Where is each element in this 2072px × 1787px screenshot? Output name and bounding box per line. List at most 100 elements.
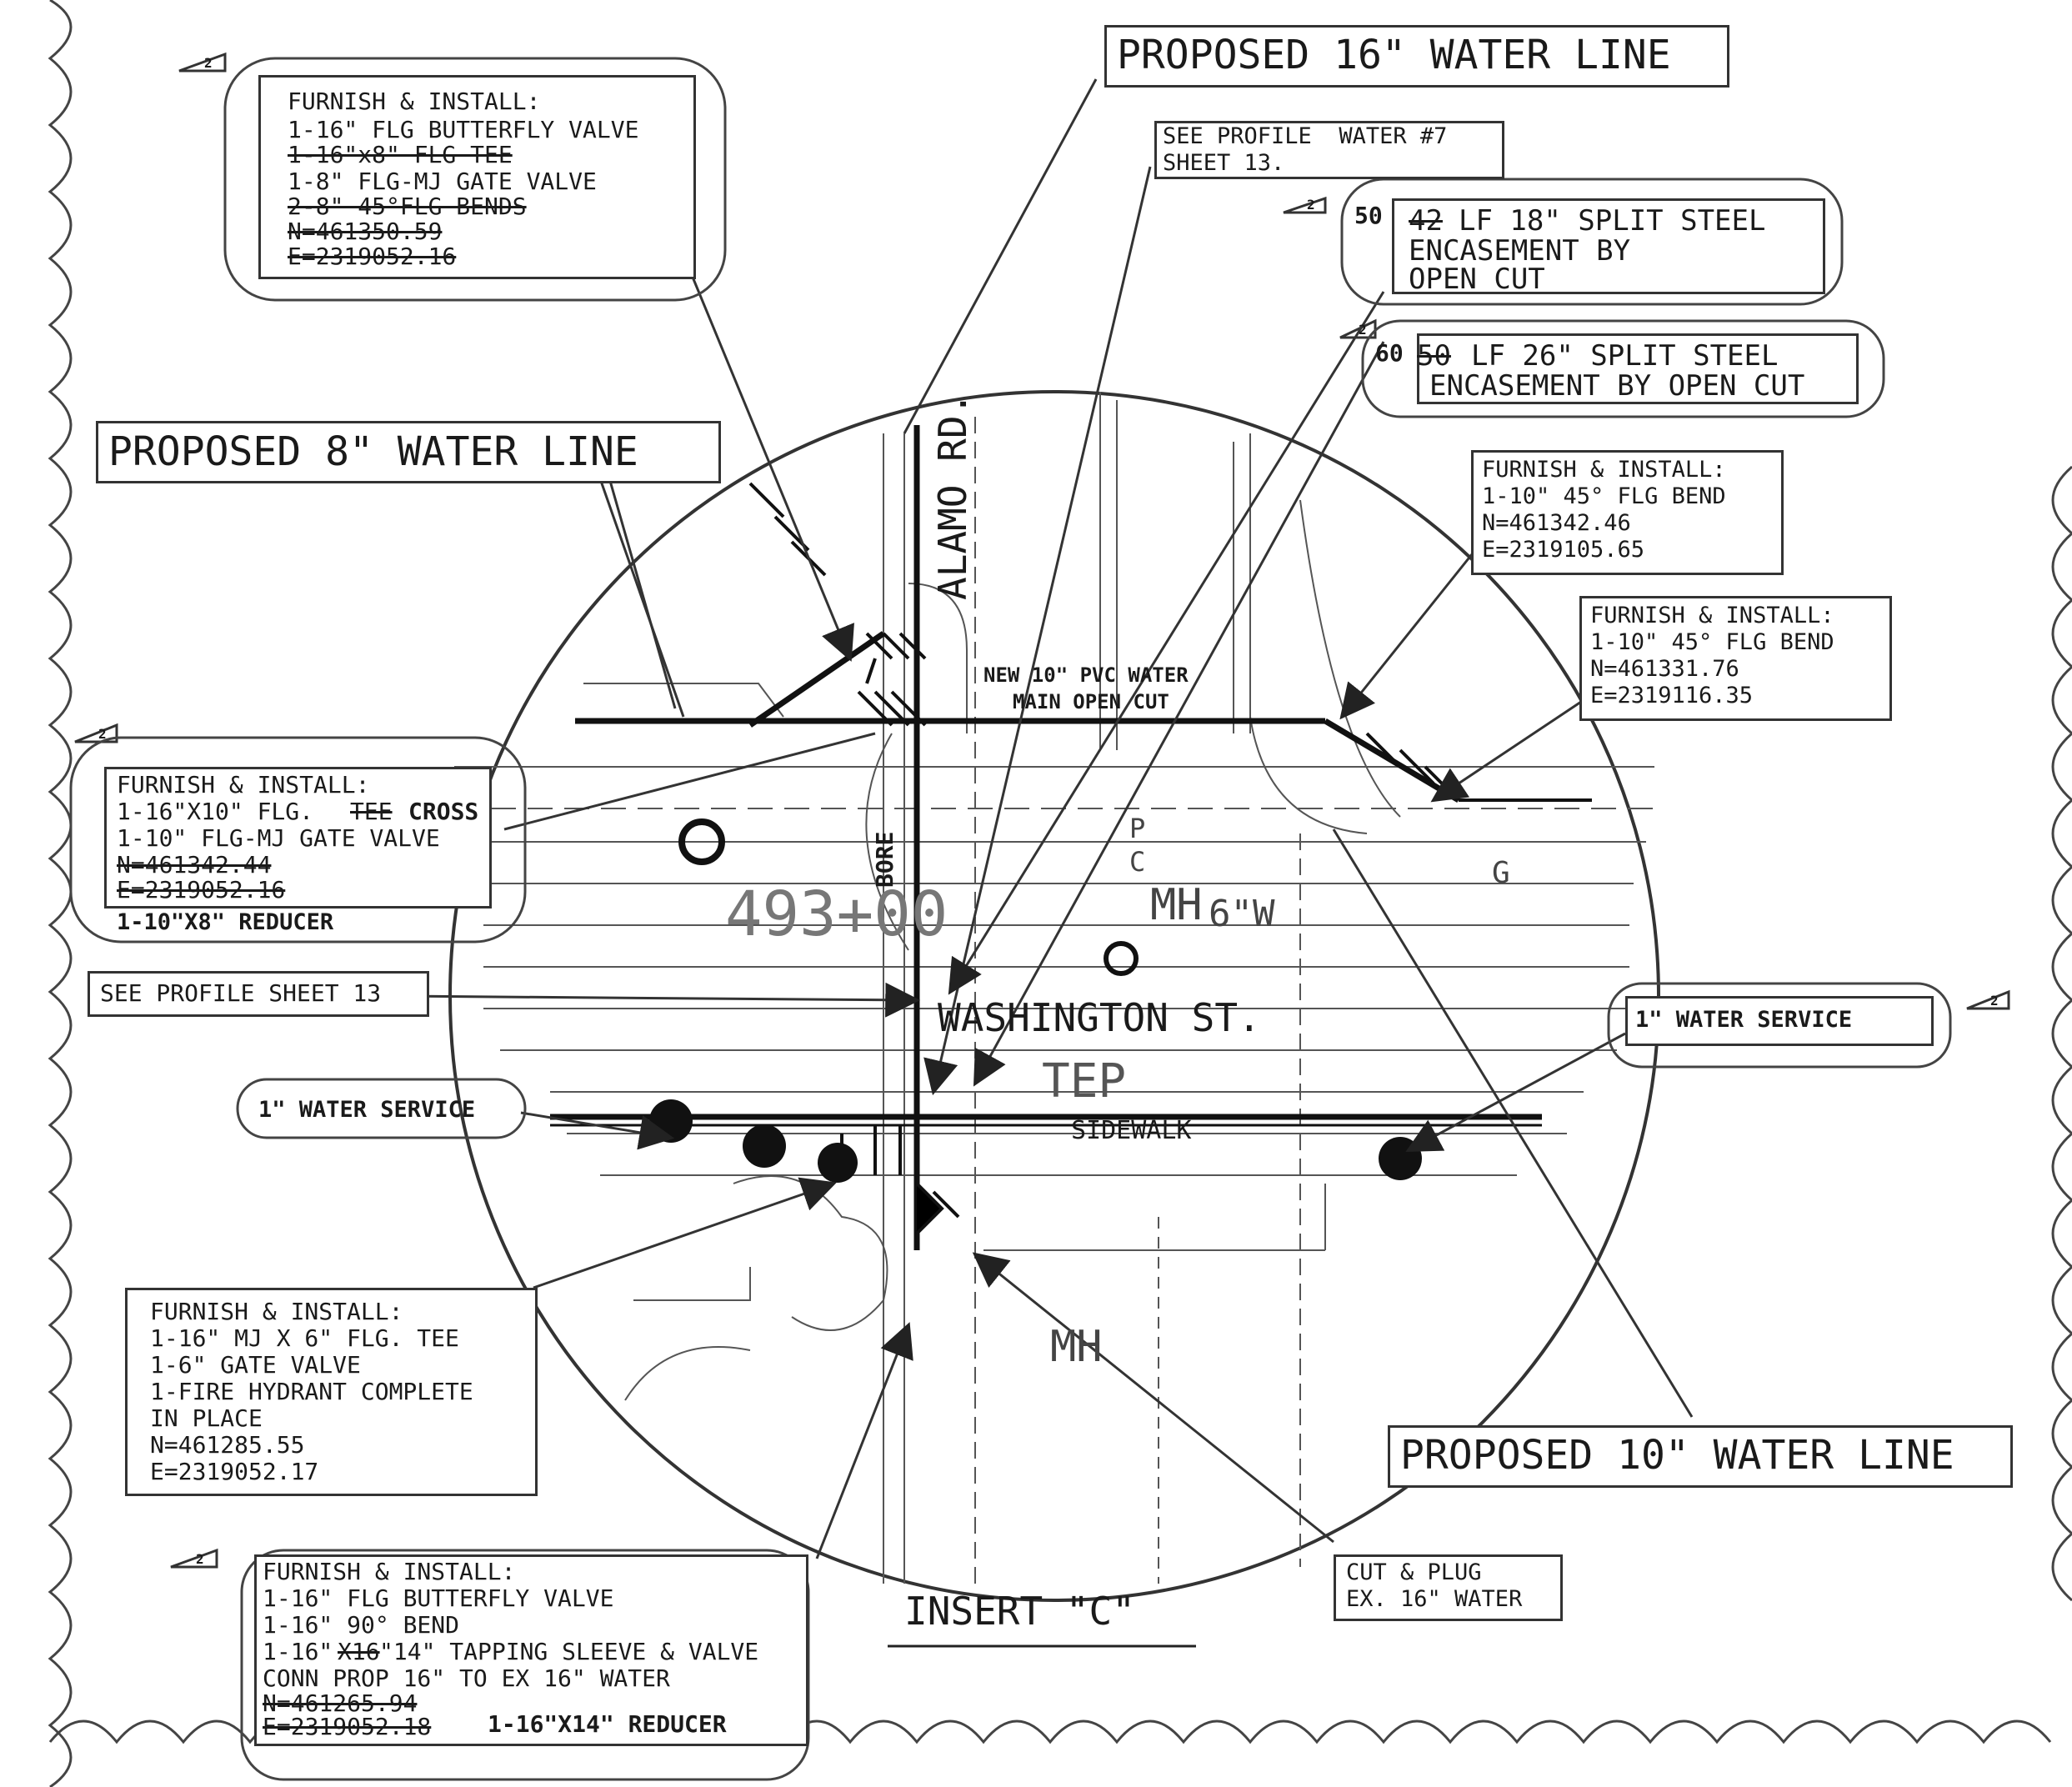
six-w-label: 6"W <box>1209 893 1275 935</box>
encasement-18-line1: LF 18" SPLIT STEEL <box>1459 204 1766 238</box>
cross-line1: FURNISH & INSTALL: <box>117 771 370 798</box>
see-profile-water7-line1: SEE PROFILE WATER #7 <box>1163 123 1448 149</box>
tapping-line4a: 1-16" <box>263 1638 333 1665</box>
bend-a-line1: FURNISH & INSTALL: <box>1482 457 1726 483</box>
encasement-18-old-qty: 42 <box>1409 204 1443 238</box>
revision-triangles <box>74 52 2010 1569</box>
proposed-10-water-line-label: PROPOSED 10" WATER LINE <box>1400 1432 1954 1479</box>
new-pvc-line2: MAIN OPEN CUT <box>1013 690 1169 713</box>
revision-tag-2: 2 <box>1307 197 1315 213</box>
tee-hydrant-line7: E=2319052.17 <box>150 1458 319 1485</box>
tep-label: TEP <box>1042 1054 1127 1109</box>
butterfly-top-struck4: E=2319052.16 <box>288 243 457 270</box>
new-pvc-line1: NEW 10" PVC WATER <box>983 663 1189 687</box>
tee-hydrant-line6: N=461285.55 <box>150 1431 305 1459</box>
bend-b-line4: E=2319116.35 <box>1590 683 1754 708</box>
tapping-line1: FURNISH & INSTALL: <box>263 1558 516 1585</box>
revision-tag-1: 2 <box>204 55 213 71</box>
bore-label: BORE <box>871 831 898 888</box>
encasement-26-line1: LF 26" SPLIT STEEL <box>1471 339 1779 373</box>
tee-hydrant-line1: FURNISH & INSTALL: <box>150 1298 403 1325</box>
butterfly-top-line3: 1-8" FLG-MJ GATE VALVE <box>288 168 597 195</box>
tapping-box <box>254 1554 808 1746</box>
cut-plug-line1: CUT & PLUG <box>1346 1559 1482 1585</box>
encasement-26-box <box>1417 333 1859 404</box>
butterfly-top-struck3: N=461350.59 <box>288 218 443 245</box>
station-label: 493+00 <box>725 878 948 950</box>
butterfly-top-struck1: 1-16"x8" FLG TEE <box>288 141 513 168</box>
leader-lines <box>391 78 1694 1559</box>
encasement-26-new-qty: 60 <box>1375 339 1404 367</box>
proposed-10-water-line-box <box>1388 1425 2013 1488</box>
bend-b-line2: 1-10" 45° FLG BEND <box>1590 629 1834 655</box>
alamo-rd-label: ALAMO RD. <box>930 392 975 600</box>
revision-tag-3: 2 <box>1359 322 1367 338</box>
proposed-8-water-line-box <box>96 421 721 483</box>
revision-tag-4: 2 <box>98 726 107 742</box>
see-profile-water7-box <box>1154 121 1504 179</box>
bend-a-line4: E=2319105.65 <box>1482 537 1645 563</box>
cross-line2b: CROSS <box>408 798 479 825</box>
encasement-26-old-qty: 50 <box>1417 339 1451 373</box>
see-profile-13-box <box>88 971 429 1017</box>
cut-plug-line2: EX. 16" WATER <box>1346 1586 1523 1612</box>
cross-line2-struck: TEE <box>350 798 393 825</box>
washington-st-label: WASHINGTON ST. <box>938 995 1261 1040</box>
butterfly-top-line1: FURNISH & INSTALL: <box>288 88 541 115</box>
butterfly-top-struck2: 2-8" 45°FLG BENDS <box>288 193 527 220</box>
cross-line2a: 1-16"X10" FLG. <box>117 798 314 825</box>
cross-struck-e: E=2319052.16 <box>117 876 286 904</box>
tapping-line2: 1-16" FLG BUTTERFLY VALVE <box>263 1584 614 1612</box>
service-left-label: 1" WATER SERVICE <box>258 1097 476 1123</box>
revision-tag-6: 2 <box>196 1551 204 1567</box>
tapping-struck-e: E=2319052.18 <box>263 1713 432 1740</box>
tapping-struck-n: N=461265.94 <box>263 1689 418 1717</box>
bend-b-box <box>1579 596 1892 721</box>
service-right-box <box>1625 996 1934 1046</box>
tee-hydrant-line4: 1-FIRE HYDRANT COMPLETE <box>150 1378 473 1405</box>
pc-label-p: P <box>1129 813 1146 844</box>
street-linework <box>454 392 1654 1584</box>
encasement-18-line2: ENCASEMENT BY <box>1409 234 1631 268</box>
tapping-line4b: "14" TAPPING SLEEVE & VALVE <box>379 1638 759 1665</box>
tapping-line5: CONN PROP 16" TO EX 16" WATER <box>263 1664 670 1692</box>
bend-a-line2: 1-10" 45° FLG BEND <box>1482 483 1726 509</box>
see-profile-water7-line2: SHEET 13. <box>1163 150 1285 176</box>
encasement-18-line3: OPEN CUT <box>1409 263 1545 296</box>
tee-hydrant-line3: 1-6" GATE VALVE <box>150 1351 361 1379</box>
sidewalk-label: SIDEWALK <box>1071 1116 1192 1145</box>
callout-clouds <box>69 57 1952 1781</box>
bend-a-box <box>1471 450 1784 575</box>
cross-reducer: 1-10"X8" REDUCER <box>117 909 334 935</box>
cut-plug-box <box>1334 1554 1563 1621</box>
service-dots <box>649 818 1422 1183</box>
tee-hydrant-box <box>125 1288 538 1496</box>
tapping-line4-struck: X16 <box>338 1638 380 1665</box>
revision-tag-5: 2 <box>1990 993 1999 1009</box>
proposed-8-water-line-label: PROPOSED 8" WATER LINE <box>108 428 638 475</box>
mh-label-2: MH <box>1050 1322 1103 1372</box>
bend-b-line3: N=461331.76 <box>1590 656 1739 682</box>
butterfly-top-box <box>258 75 696 279</box>
service-right-label: 1" WATER SERVICE <box>1635 1007 1853 1033</box>
insert-title: INSERT "C" <box>904 1589 1135 1634</box>
bend-b-line1: FURNISH & INSTALL: <box>1590 603 1834 628</box>
tee-hydrant-line2: 1-16" MJ X 6" FLG. TEE <box>150 1324 459 1352</box>
tapping-reducer: 1-16"X14" REDUCER <box>488 1710 727 1738</box>
g-label: G <box>1492 856 1510 890</box>
cross-struck-n: N=461342.44 <box>117 851 272 878</box>
see-profile-13-label: SEE PROFILE SHEET 13 <box>100 979 382 1007</box>
cross-line3: 1-10" FLG-MJ GATE VALVE <box>117 824 440 852</box>
proposed-16-water-line-box <box>1104 25 1729 88</box>
pc-label-c: C <box>1129 846 1146 878</box>
butterfly-top-line2: 1-16" FLG BUTTERFLY VALVE <box>288 116 639 143</box>
cross-box <box>104 767 492 909</box>
tee-hydrant-line5: IN PLACE <box>150 1404 263 1432</box>
encasement-18-new-qty: 50 <box>1354 202 1383 229</box>
bend-a-line3: N=461342.46 <box>1482 510 1631 536</box>
encasement-26-line2: ENCASEMENT BY OPEN CUT <box>1429 369 1805 403</box>
mh-label-1: MH <box>1150 880 1203 930</box>
tapping-line3: 1-16" 90° BEND <box>263 1611 460 1639</box>
encasement-18-box <box>1392 198 1825 294</box>
